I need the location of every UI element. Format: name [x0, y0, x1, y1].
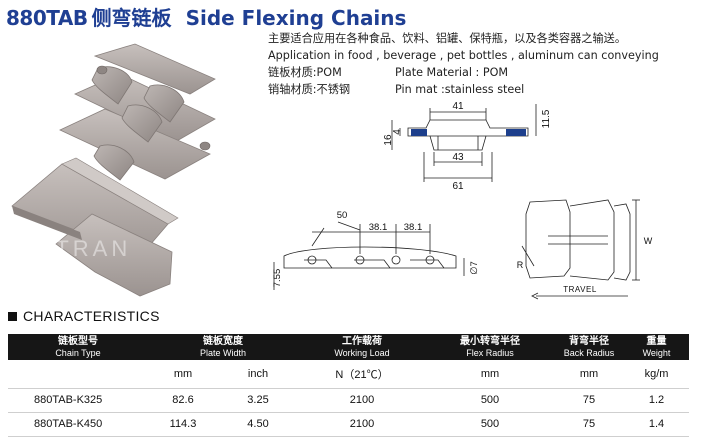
insert-left — [411, 129, 427, 136]
cell-load: 2100 — [298, 388, 426, 413]
cell-back: 75 — [554, 388, 624, 413]
pin-hole-1 — [307, 255, 317, 265]
unit-back: mm — [554, 360, 624, 389]
cell-width-inch: 3.25 — [218, 388, 298, 413]
dim-height-total: 16 — [383, 134, 394, 146]
chain-plates-bottom — [11, 157, 179, 297]
dim-mid-width: 43 — [452, 152, 464, 163]
cell-weight: 1.4 — [624, 412, 689, 437]
side-view-drawing: 50 38.1 38.1 7.55 ∅7 — [272, 210, 478, 290]
plate-material-cn: 链板材质:POM — [268, 66, 342, 79]
units-row: mm inch N（21℃） mm mm kg/m — [8, 360, 689, 389]
unit-chain-type — [8, 360, 148, 389]
characteristics-title: CHARACTERISTICS — [23, 308, 160, 324]
dim-angle: 50 — [337, 210, 348, 221]
plan-travel-label: TRAVEL — [563, 285, 597, 294]
chain-product-photo: ESTRAN — [11, 43, 216, 297]
dim-bottom-width: 61 — [452, 181, 464, 192]
cell-flex: 500 — [426, 388, 554, 413]
cell-width-inch: 4.50 — [218, 412, 298, 437]
chain-assembly-top — [59, 43, 216, 181]
unit-width-inch: inch — [218, 360, 298, 389]
unit-flex: mm — [426, 360, 554, 389]
dim-pin-diameter: ∅7 — [469, 261, 478, 275]
cell-back: 75 — [554, 412, 624, 437]
cell-chain-type: 880TAB-K325 — [8, 388, 148, 413]
plan-view-drawing: W R TRAVEL — [517, 199, 653, 300]
dim-pitch-2: 38.1 — [404, 222, 423, 233]
dim-height-upper: 4 — [392, 129, 403, 135]
table-row: 880TAB-K450 114.3 4.50 2100 500 75 1.4 — [8, 412, 689, 437]
dim-height: 7.55 — [272, 269, 283, 288]
pin-material-en: Pin mat :stainless steel — [395, 83, 525, 96]
product-code: 880TAB — [6, 6, 88, 30]
desc-line-en: Application in food , beverage , pet bot… — [268, 49, 659, 62]
bullet-square-icon — [8, 311, 17, 321]
unit-weight: kg/m — [624, 360, 689, 389]
dim-pitch-1: 38.1 — [369, 222, 388, 233]
characteristics-heading: CHARACTERISTICS — [8, 304, 160, 328]
table-row: 880TAB-K325 82.6 3.25 2100 500 75 1.2 — [8, 388, 689, 413]
cell-width-mm: 114.3 — [148, 412, 218, 437]
product-description: 主要适合应用在各种食品、饮料、铝罐、保特瓶，以及各类容器之输送。 Applica… — [268, 30, 668, 98]
pin-hole-4 — [425, 255, 435, 265]
dim-height-right: 11.5 — [541, 109, 550, 128]
unit-width-mm: mm — [148, 360, 218, 389]
title-chinese: 侧弯链板 — [91, 6, 172, 30]
cell-flex: 500 — [426, 412, 554, 437]
insert-right — [506, 129, 526, 136]
cell-weight: 1.2 — [624, 388, 689, 413]
title-english: Side Flexing Chains — [185, 6, 407, 30]
dim-top-width: 41 — [452, 101, 464, 112]
cell-chain-type: 880TAB-K450 — [8, 412, 148, 437]
cross-section-drawing: 41 43 61 16 4 11.5 — [383, 101, 550, 192]
plate-material-en: Plate Material : POM — [395, 66, 509, 79]
pin-material-cn: 销轴材质:不锈钢 — [268, 83, 351, 96]
unit-load: N（21℃） — [298, 360, 426, 389]
plan-width-label: W — [644, 236, 653, 246]
plan-radius-label: R — [517, 260, 524, 270]
pin-hole-2 — [355, 255, 365, 265]
photo-watermark: ESTRAN — [18, 236, 131, 261]
pin-hole-3 — [391, 255, 401, 265]
cell-load: 2100 — [298, 412, 426, 437]
desc-line-cn: 主要适合应用在各种食品、饮料、铝罐、保特瓶，以及各类容器之输送。 — [268, 32, 627, 45]
cell-width-mm: 82.6 — [148, 388, 218, 413]
